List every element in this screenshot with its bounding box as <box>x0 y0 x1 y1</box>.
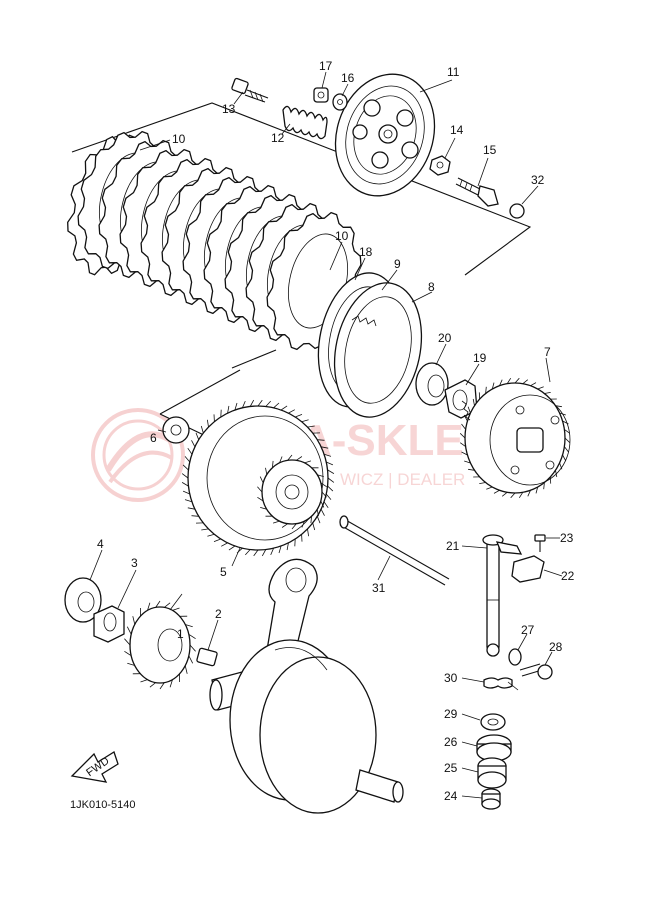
callout-1: 1 <box>177 627 184 641</box>
steel-ball <box>509 203 525 219</box>
callout-24: 24 <box>444 789 458 803</box>
watermark-logo-icon <box>91 408 185 502</box>
washer-29 <box>480 713 506 731</box>
callout-10-front: 10 <box>335 229 349 243</box>
callout-28: 28 <box>549 640 563 654</box>
push-rod-adjuster <box>455 177 499 207</box>
lock-washer-3 <box>93 605 125 643</box>
callout-31: 31 <box>372 581 386 595</box>
clutch-spring-bolt <box>231 77 269 103</box>
bush-24 <box>481 788 501 810</box>
bearing-25 <box>477 757 507 789</box>
watermark-sub-text: WICZ | DEALER <box>340 470 465 489</box>
callout-17: 17 <box>319 59 333 73</box>
watermark: A-SKLE WICZ | DEALER <box>91 408 465 502</box>
nut-17 <box>313 87 329 103</box>
callout-18: 18 <box>359 245 373 259</box>
callout-9: 9 <box>394 257 401 271</box>
callout-15: 15 <box>483 143 497 157</box>
washer-27 <box>508 648 522 666</box>
oil-seal-26 <box>476 734 512 762</box>
callout-11: 11 <box>447 65 460 79</box>
watermark-main-text: A-SKLE <box>300 416 464 465</box>
callout-12: 12 <box>271 131 285 145</box>
leader-lines <box>89 71 563 799</box>
primary-drive-gear <box>124 600 196 690</box>
push-rod-31 <box>339 515 450 586</box>
callout-23: 23 <box>560 531 574 545</box>
callout-14: 14 <box>450 123 464 137</box>
callout-32: 32 <box>531 173 545 187</box>
callout-5: 5 <box>220 565 227 579</box>
washer-4 <box>64 577 102 623</box>
drawing-code: 1JK010-5140 <box>70 799 135 811</box>
clutch-plate-stack <box>67 130 362 351</box>
callout-6: 6 <box>150 431 157 445</box>
bolt-28 <box>519 663 553 680</box>
fwd-arrow-icon: FWD <box>70 751 119 783</box>
callout-26: 26 <box>444 735 458 749</box>
callout-22: 22 <box>561 569 575 583</box>
callout-10-top: 10 <box>172 132 186 146</box>
lock-washer-6 <box>162 416 190 444</box>
callout-13: 13 <box>222 102 236 116</box>
callout-27: 27 <box>521 623 535 637</box>
clutch-boss <box>459 377 571 499</box>
crankshaft-assembly <box>209 558 404 814</box>
woodruff-key <box>196 647 218 667</box>
callout-21: 21 <box>446 539 460 553</box>
callout-20: 20 <box>438 331 452 345</box>
callout-2: 2 <box>215 607 222 621</box>
callout-4: 4 <box>97 537 104 551</box>
callout-19: 19 <box>473 351 487 365</box>
locknut-14 <box>429 155 451 176</box>
callout-labels: 1 2 3 4 5 6 7 8 9 10 10 11 12 13 14 15 1… <box>97 59 575 803</box>
primary-driven-gear <box>181 399 335 557</box>
push-lever-shaft <box>482 534 523 657</box>
pressure-plate <box>334 73 436 197</box>
return-spring-30 <box>483 677 519 691</box>
callout-3: 3 <box>131 556 138 570</box>
callout-7: 7 <box>544 345 551 359</box>
clutch-spring <box>282 105 328 140</box>
callout-16: 16 <box>341 71 355 85</box>
washer-16 <box>332 93 348 111</box>
callout-8: 8 <box>428 280 435 294</box>
screw-23 <box>534 534 546 552</box>
thrust-washer-20 <box>415 362 449 406</box>
bracket-22 <box>511 555 545 583</box>
clutch-plate-8 <box>333 282 423 418</box>
callout-29: 29 <box>444 707 458 721</box>
callout-30: 30 <box>444 671 458 685</box>
callout-25: 25 <box>444 761 458 775</box>
